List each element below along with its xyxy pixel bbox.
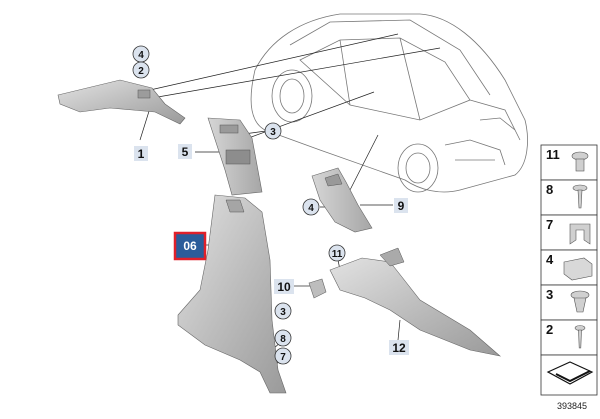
legend-panel	[540, 144, 598, 396]
small-screw-icon	[574, 325, 586, 349]
part-label-1: 1	[134, 146, 148, 161]
circle-label-8: 8	[274, 329, 292, 347]
svg-text:3: 3	[546, 287, 553, 302]
circle-label-3-upper: 3	[264, 122, 282, 140]
reference-number: 393845	[557, 401, 587, 411]
svg-text:4: 4	[546, 252, 554, 267]
svg-text:4: 4	[308, 203, 314, 214]
circle-label-7: 7	[274, 347, 292, 365]
legend-item-4: 4	[546, 252, 593, 281]
legend-item-2: 2	[546, 322, 586, 349]
svg-text:10: 10	[277, 280, 291, 294]
svg-text:11: 11	[332, 249, 343, 260]
push-clip-icon	[571, 151, 589, 172]
svg-text:4: 4	[138, 50, 144, 61]
legend-item-8: 8	[546, 182, 588, 209]
part-10-clip	[308, 278, 327, 299]
highlight-label-06[interactable]: 06	[173, 231, 207, 261]
assembly-symbol-icon	[546, 361, 594, 385]
legend-item-11: 11	[546, 147, 589, 172]
svg-text:8: 8	[546, 182, 553, 197]
svg-text:3: 3	[270, 127, 276, 138]
svg-text:7: 7	[546, 217, 553, 232]
svg-text:11: 11	[546, 147, 560, 162]
car-outline	[250, 13, 528, 193]
part-label-10: 10	[274, 279, 294, 294]
screw-icon	[572, 184, 588, 209]
part-label-9: 9	[394, 198, 408, 213]
expanding-clip-icon	[570, 290, 590, 313]
spring-clip-icon	[569, 223, 591, 245]
svg-text:9: 9	[398, 199, 405, 213]
svg-text:3: 3	[280, 307, 286, 318]
legend-item-3: 3	[546, 287, 590, 313]
svg-text:12: 12	[392, 341, 406, 355]
part-12-trim	[329, 247, 502, 357]
part-06-trim	[177, 194, 287, 394]
part-1-trim	[57, 79, 186, 125]
circle-label-4-top: 4	[132, 45, 150, 63]
legend-item-7: 7	[546, 217, 591, 245]
svg-text:2: 2	[138, 66, 144, 77]
circle-label-11: 11	[328, 244, 346, 262]
circle-label-3-lower: 3	[274, 302, 292, 320]
part-label-5: 5	[178, 144, 192, 159]
foam-pad-icon	[563, 257, 593, 281]
circle-label-2-top: 2	[132, 61, 150, 79]
part-9-trim	[311, 167, 373, 233]
svg-text:7: 7	[280, 352, 286, 363]
part-label-12: 12	[389, 340, 409, 355]
svg-text:1: 1	[138, 147, 145, 161]
svg-text:8: 8	[280, 334, 286, 345]
svg-text:2: 2	[546, 322, 553, 337]
circle-label-4-mid: 4	[302, 198, 320, 216]
svg-text:06: 06	[183, 239, 197, 253]
svg-text:5: 5	[182, 145, 189, 159]
part-5-trim	[207, 117, 263, 196]
